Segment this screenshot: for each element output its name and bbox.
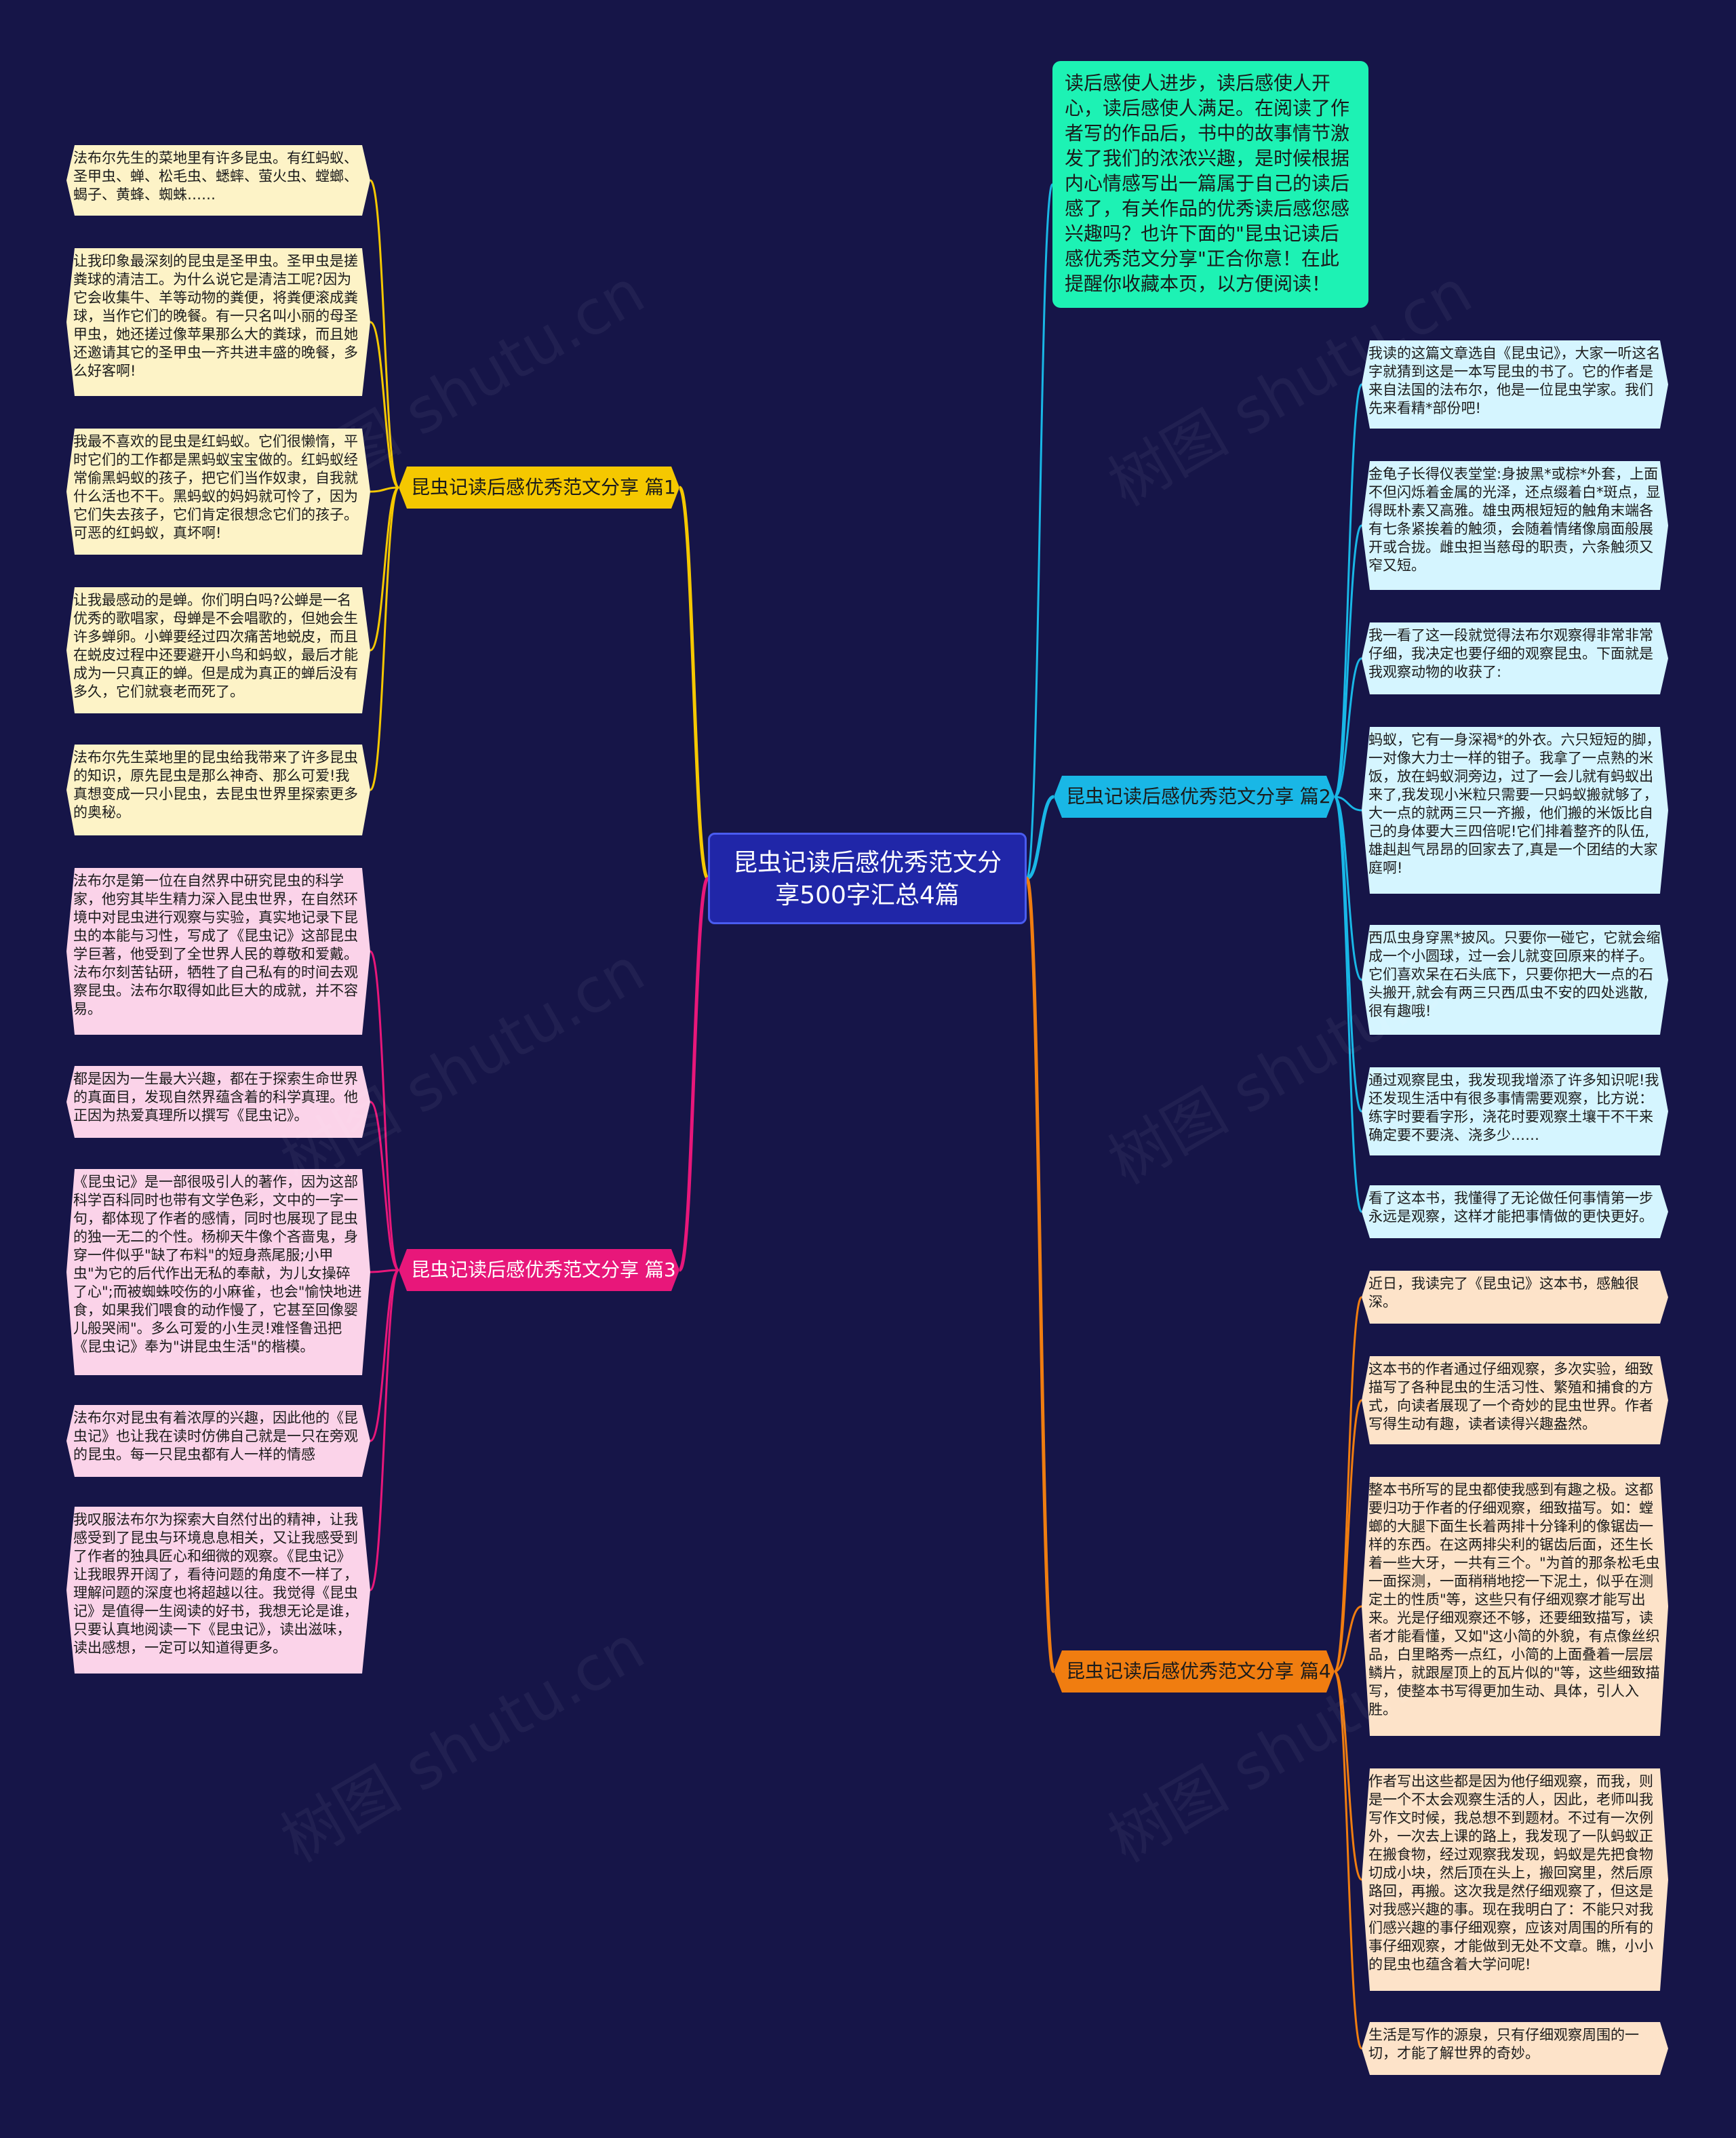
leaf-text: 西瓜虫身穿黑*披风。只要你一碰它，它就会缩成一个小圆球，过一会儿就变回原来的样子… bbox=[1368, 930, 1661, 1019]
leaf-connector bbox=[1333, 1399, 1363, 1673]
leaf-connector bbox=[369, 486, 400, 791]
leaf-3-4[interactable]: 法布尔对昆虫有着浓厚的兴趣，因此他的《昆虫记》也让我在读时仿佛自己就是一只在旁观… bbox=[66, 1405, 370, 1477]
leaf-connector bbox=[369, 179, 400, 489]
leaf-connector bbox=[1334, 1605, 1362, 1673]
leaf-connector bbox=[369, 1269, 400, 1591]
leaf-text: 我读的这篇文章选自《昆虫记》，大家一听这名字就猜到这是一本写昆虫的书了。它的作者… bbox=[1368, 345, 1661, 416]
branch-connector bbox=[1025, 877, 1056, 1674]
leaf-connector bbox=[1333, 1296, 1363, 1673]
leaf-text: 让我最感动的是蝉。你们明白吗?公蝉是一名优秀的歌唱家，母蝉是不会唱歌的，但她会生… bbox=[73, 592, 358, 700]
leaf-1-4[interactable]: 让我最感动的是蝉。你们明白吗?公蝉是一名优秀的歌唱家，母蝉是不会唱歌的，但她会生… bbox=[66, 587, 370, 713]
leaf-4-5[interactable]: 生活是写作的源泉，只有仔细观察周围的一切，才能了解世界的奇妙。 bbox=[1362, 2022, 1668, 2075]
leaf-text: 金龟子长得仪表堂堂:身披黑*或棕*外套，上面不但闪烁着金属的光泽，还点缀着白*斑… bbox=[1368, 466, 1661, 574]
leaf-3-1[interactable]: 法布尔是第一位在自然界中研究昆虫的科学家，他穷其毕生精力深入昆虫世界，在自然环境… bbox=[66, 868, 370, 1035]
leaf-text: 法布尔是第一位在自然界中研究昆虫的科学家，他穷其毕生精力深入昆虫世界，在自然环境… bbox=[73, 873, 358, 1017]
leaf-connector bbox=[1334, 657, 1362, 798]
branch-4[interactable]: 昆虫记读后感优秀范文分享 篇4 bbox=[1054, 1650, 1335, 1692]
leaf-connector bbox=[370, 321, 399, 489]
intro-connector bbox=[1025, 183, 1054, 879]
leaf-3-2[interactable]: 都是因为一生最大兴趣，都在于探索生命世界的真面目，发现自然界蕴含着的科学真理。他… bbox=[66, 1066, 370, 1138]
leaf-2-2[interactable]: 金龟子长得仪表堂堂:身披黑*或棕*外套，上面不但闪烁着金属的光泽，还点缀着白*斑… bbox=[1362, 461, 1668, 590]
leaf-text: 蚂蚁，它有一身深褐*的外衣。六只短短的脚，一对像大力士一样的钳子。我拿了一点熟的… bbox=[1368, 732, 1661, 876]
leaf-text: 我最不喜欢的昆虫是红蚂蚁。它们很懒惰，平时它们的工作都是黑蚂蚁宝宝做的。红蚂蚁经… bbox=[73, 433, 358, 541]
leaf-text: 都是因为一生最大兴趣，都在于探索生命世界的真面目，发现自然界蕴含着的科学真理。他… bbox=[73, 1071, 358, 1124]
leaf-4-2[interactable]: 这本书的作者通过仔细观察，多次实验，细致描写了各种昆虫的生活习性、繁殖和捕食的方… bbox=[1362, 1356, 1668, 1444]
leaf-text: 《昆虫记》是一部很吸引人的著作，因为这部科学百科同时也带有文学色彩，文中的一字一… bbox=[73, 1174, 362, 1355]
branch-1-label: 昆虫记读后感优秀范文分享 篇1 bbox=[411, 476, 676, 498]
leaf-text: 作者写出这些都是因为他仔细观察，而我，则是一个不太会观察生活的人，因此，老师叫我… bbox=[1368, 1773, 1653, 1973]
leaf-connector bbox=[370, 1101, 399, 1271]
leaf-text: 这本书的作者通过仔细观察，多次实验，细致描写了各种昆虫的生活习性、繁殖和捕食的方… bbox=[1368, 1361, 1653, 1432]
leaf-text: 法布尔先生的菜地里有许多昆虫。有红蚂蚁、圣甲虫、蝉、松毛虫、蟋蟀、萤火虫、螳螂、… bbox=[73, 150, 358, 203]
leaf-connector bbox=[1334, 795, 1362, 812]
leaf-connector bbox=[370, 1269, 399, 1273]
leaf-connector bbox=[1333, 383, 1363, 798]
leaf-2-3[interactable]: 我一看了这一段就觉得法布尔观察得非常非常仔细，我决定也要仔细的观察昆虫。下面就是… bbox=[1362, 622, 1668, 694]
intro-summary[interactable]: 读后感使人进步，读后感使人开心，读后感使人满足。在阅读了作者写的作品后，书中的故… bbox=[1052, 61, 1368, 308]
leaf-text: 法布尔先生菜地里的昆虫给我带来了许多昆虫的知识，原先昆虫是那么神奇、那么可爱!我… bbox=[73, 749, 358, 820]
branch-2[interactable]: 昆虫记读后感优秀范文分享 篇2 bbox=[1054, 776, 1335, 818]
leaf-text: 法布尔对昆虫有着浓厚的兴趣，因此他的《昆虫记》也让我在读时仿佛自己就是一只在旁观… bbox=[73, 1410, 358, 1463]
leaf-1-2[interactable]: 让我印象最深刻的昆虫是圣甲虫。圣甲虫是搓粪球的清洁工。为什么说它是清洁工呢?因为… bbox=[66, 248, 370, 396]
leaf-1-1[interactable]: 法布尔先生的菜地里有许多昆虫。有红蚂蚁、圣甲虫、蝉、松毛虫、蟋蟀、萤火虫、螳螂、… bbox=[66, 145, 370, 216]
leaf-text: 我叹服法布尔为探索大自然付出的精神，让我感受到了昆虫与环境息息相关，又让我感受到… bbox=[73, 1511, 358, 1656]
branch-connector bbox=[677, 877, 710, 1272]
leaf-2-7[interactable]: 看了这本书，我懂得了无论做任何事情第一步永远是观察，这样才能把事情做的更快更好。 bbox=[1362, 1185, 1668, 1238]
leaf-text: 让我印象最深刻的昆虫是圣甲虫。圣甲虫是搓粪球的清洁工。为什么说它是清洁工呢?因为… bbox=[73, 253, 358, 379]
leaf-text: 近日，我读完了《昆虫记》这本书，感触很深。 bbox=[1368, 1275, 1639, 1310]
leaf-3-5[interactable]: 我叹服法布尔为探索大自然付出的精神，让我感受到了昆虫与环境息息相关，又让我感受到… bbox=[66, 1507, 370, 1674]
leaf-2-4[interactable]: 蚂蚁，它有一身深褐*的外衣。六只短短的脚，一对像大力士一样的钳子。我拿了一点熟的… bbox=[1362, 727, 1668, 894]
branch-4-label: 昆虫记读后感优秀范文分享 篇4 bbox=[1066, 1660, 1331, 1682]
leaf-text: 我一看了这一段就觉得法布尔观察得非常非常仔细，我决定也要仔细的观察昆虫。下面就是… bbox=[1368, 627, 1653, 680]
intro-text: 读后感使人进步，读后感使人开心，读后感使人满足。在阅读了作者写的作品后，书中的故… bbox=[1065, 72, 1350, 295]
branch-1[interactable]: 昆虫记读后感优秀范文分享 篇1 bbox=[399, 467, 679, 509]
root-title: 昆虫记读后感优秀范文分享500字汇总4篇 bbox=[732, 849, 1002, 909]
leaf-connector bbox=[370, 486, 399, 652]
branch-connector bbox=[1025, 795, 1055, 880]
leaf-text: 看了这本书，我懂得了无论做任何事情第一步永远是观察，这样才能把事情做的更快更好。 bbox=[1368, 1190, 1653, 1225]
leaf-connector bbox=[1333, 524, 1363, 798]
leaf-1-3[interactable]: 我最不喜欢的昆虫是红蚂蚁。它们很懒惰，平时它们的工作都是黑蚂蚁宝宝做的。红蚂蚁经… bbox=[66, 429, 370, 555]
leaf-connector bbox=[1333, 1670, 1363, 2050]
leaf-connector bbox=[370, 1269, 399, 1442]
leaf-2-5[interactable]: 西瓜虫身穿黑*披风。只要你一碰它，它就会缩成一个小圆球，过一会儿就变回原来的样子… bbox=[1362, 925, 1668, 1035]
leaf-2-1[interactable]: 我读的这篇文章选自《昆虫记》，大家一听这名字就猜到这是一本写昆虫的书了。它的作者… bbox=[1362, 340, 1668, 429]
leaf-4-1[interactable]: 近日，我读完了《昆虫记》这本书，感触很深。 bbox=[1362, 1271, 1668, 1324]
leaf-2-6[interactable]: 通过观察昆虫，我发现我增添了许多知识呢!我还发现生活中有很多事情需要观察，比方说… bbox=[1362, 1067, 1668, 1155]
branch-3[interactable]: 昆虫记读后感优秀范文分享 篇3 bbox=[399, 1249, 679, 1291]
root-topic[interactable]: 昆虫记读后感优秀范文分享500字汇总4篇 bbox=[708, 833, 1027, 924]
leaf-text: 通过观察昆虫，我发现我增添了许多知识呢!我还发现生活中有很多事情需要观察，比方说… bbox=[1368, 1072, 1659, 1143]
leaf-1-5[interactable]: 法布尔先生菜地里的昆虫给我带来了许多昆虫的知识，原先昆虫是那么神奇、那么可爱!我… bbox=[66, 745, 370, 835]
leaf-text: 整本书所写的昆虫都使我感到有趣之极。这都要归功于作者的仔细观察，细致描写。如：螳… bbox=[1368, 1482, 1660, 1718]
branch-2-label: 昆虫记读后感优秀范文分享 篇2 bbox=[1066, 785, 1331, 808]
leaf-4-3[interactable]: 整本书所写的昆虫都使我感到有趣之极。这都要归功于作者的仔细观察，细致描写。如：螳… bbox=[1362, 1477, 1668, 1736]
leaf-connector bbox=[1333, 795, 1363, 1213]
leaf-connector bbox=[1333, 795, 1363, 1113]
leaf-connector bbox=[369, 950, 400, 1271]
branch-connector bbox=[677, 486, 710, 880]
leaf-connector bbox=[370, 486, 399, 493]
leaf-3-3[interactable]: 《昆虫记》是一部很吸引人的著作，因为这部科学百科同时也带有文学色彩，文中的一字一… bbox=[66, 1169, 370, 1375]
leaf-4-4[interactable]: 作者写出这些都是因为他仔细观察，而我，则是一个不太会观察生活的人，因此，老师叫我… bbox=[1362, 1768, 1668, 1991]
leaf-text: 生活是写作的源泉，只有仔细观察周围的一切，才能了解世界的奇妙。 bbox=[1368, 2027, 1639, 2061]
branch-3-label: 昆虫记读后感优秀范文分享 篇3 bbox=[411, 1259, 676, 1281]
leaf-connector bbox=[1333, 1670, 1363, 1881]
